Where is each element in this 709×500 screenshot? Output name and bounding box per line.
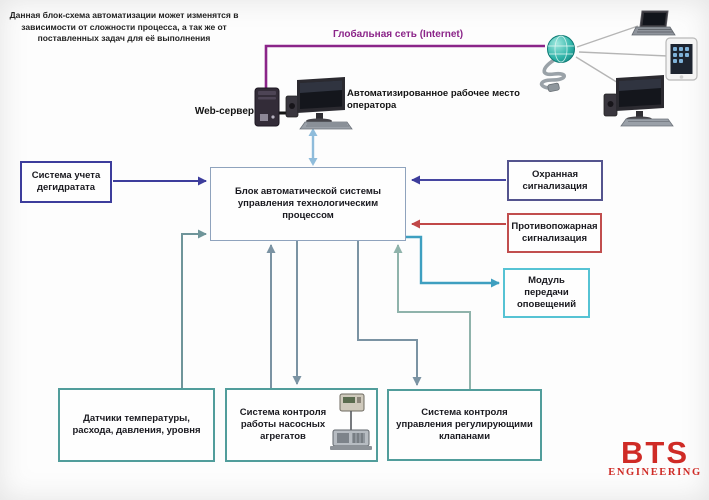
globe-laptop-line [576, 25, 639, 48]
security-alarm-label: Охранная сигнализация [522, 168, 588, 192]
security-alarm-block: Охранная сигнализация [507, 160, 603, 201]
notification-module-block: Модуль передачи оповещений [503, 268, 590, 318]
valves-plc-arrow [393, 244, 471, 389]
operator-workstation-label: Автоматизированное рабочее место операто… [347, 88, 520, 111]
internet-globe-icon [539, 35, 575, 92]
accounting-block: Система учета дегидратата [20, 161, 112, 203]
pump-control-label: Система контроля работы насосных агрегат… [239, 407, 327, 442]
valve-control-label: Система контроля управления регулирующим… [396, 407, 533, 442]
sensors-plc-arrow [181, 229, 207, 388]
valve-control-block: Система контроля управления регулирующим… [387, 389, 542, 461]
plc-block: Блок автоматической системы управления т… [210, 167, 406, 241]
pc-plc-arrow-up [308, 128, 318, 136]
fire-alarm-label: Противопожарная сигнализация [511, 221, 598, 244]
plc-valves-arrow [357, 241, 422, 386]
pump-unit-icon [330, 393, 372, 450]
accounting-block-label: Система учета дегидратата [31, 170, 101, 193]
fire-alarm-block: Противопожарная сигнализация [507, 213, 602, 253]
sensors-block-label: Датчики температуры, расхода, давления, … [72, 413, 201, 436]
globe-tablet-line [578, 51, 669, 57]
laptop-icon [631, 10, 676, 36]
pc-plc-arrow-down [308, 158, 318, 166]
web-server-label: Web-сервер [194, 106, 254, 117]
note-text: Данная блок-схема автоматизации может из… [9, 10, 239, 43]
bts-logo-title: BTS [621, 435, 689, 470]
desktop-computer-icon-remote [603, 75, 674, 127]
plc-block-label: Блок автоматической системы управления т… [234, 186, 382, 221]
notification-module-label: Модуль передачи оповещений [516, 275, 577, 310]
desktop-computer-icon [285, 77, 353, 130]
sensors-block: Датчики температуры, расхода, давления, … [58, 388, 215, 462]
plc-notify-arrow [406, 235, 500, 288]
bts-logo: BTS ENGINEERING [602, 435, 708, 478]
internet-line [264, 44, 545, 90]
server-tower-icon [254, 87, 280, 127]
tablet-icon [665, 37, 698, 81]
internet-label: Глобальная сеть (Internet) [332, 29, 464, 40]
bts-logo-subtitle: ENGINEERING [608, 467, 702, 478]
